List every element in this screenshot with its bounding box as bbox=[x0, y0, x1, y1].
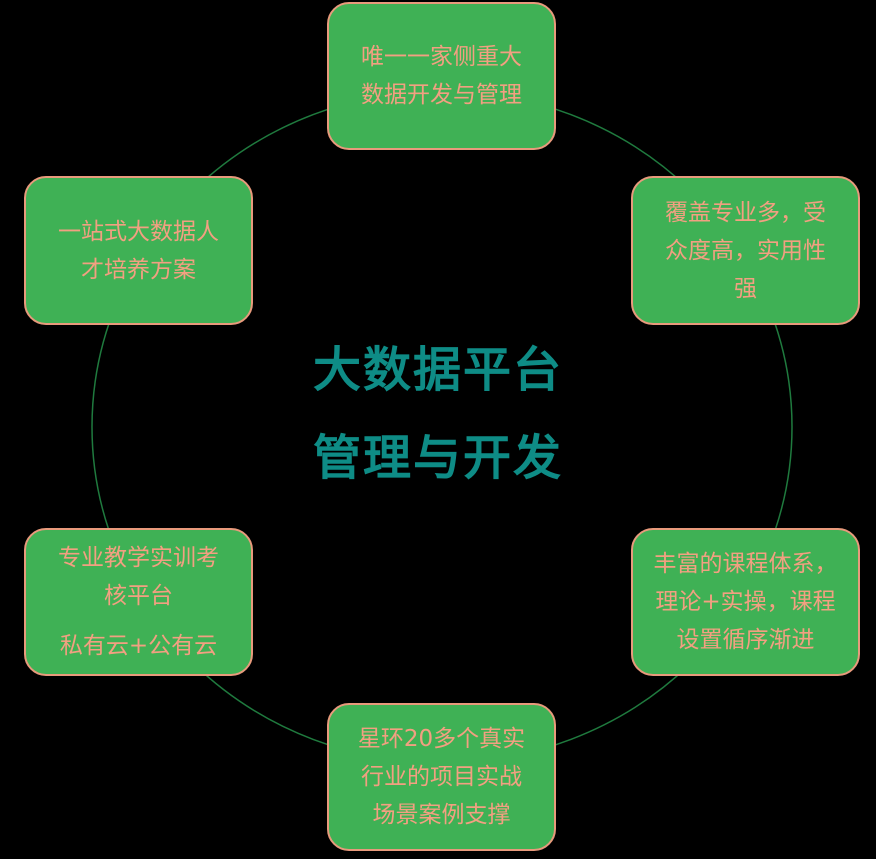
node-upper-right-line-1: 覆盖专业多，受 bbox=[665, 199, 826, 226]
node-upper-left-line-2: 才培养方案 bbox=[81, 256, 196, 283]
center-title-line-1: 大数据平台 bbox=[312, 342, 563, 398]
node-bottom-line-1: 星环20多个真实 bbox=[357, 726, 526, 752]
node-lower-right-line-3: 设置循序渐进 bbox=[676, 627, 815, 653]
node-bottom-line-2: 行业的项目实战 bbox=[361, 764, 522, 790]
node-top-line-1: 唯一一家侧重大 bbox=[361, 44, 522, 70]
node-bottom-line-3: 场景案例支撑 bbox=[372, 802, 511, 828]
node-bottom: 星环20多个真实 行业的项目实战 场景案例支撑 bbox=[327, 703, 556, 851]
node-upper-left: 一站式大数据人 才培养方案 bbox=[24, 176, 253, 325]
node-upper-right: 覆盖专业多，受 众度高，实用性 强 bbox=[631, 176, 860, 325]
node-lower-right: 丰富的课程体系， 理论+实操，课程 设置循序渐进 bbox=[631, 528, 860, 676]
center-title-line-2: 管理与开发 bbox=[312, 430, 563, 486]
node-lower-right-line-1: 丰富的课程体系， bbox=[653, 551, 838, 577]
node-upper-right-line-2: 众度高，实用性 bbox=[665, 237, 826, 264]
node-top: 唯一一家侧重大 数据开发与管理 bbox=[327, 2, 556, 150]
node-upper-left-line-1: 一站式大数据人 bbox=[58, 218, 219, 245]
node-top-line-2: 数据开发与管理 bbox=[361, 82, 522, 108]
node-lower-left-line-2: 核平台 bbox=[104, 583, 173, 609]
node-upper-right-line-3: 强 bbox=[734, 275, 757, 302]
node-lower-left-line-1: 专业教学实训考 bbox=[58, 545, 219, 571]
node-lower-left-line-3: 私有云+公有云 bbox=[59, 633, 218, 659]
node-lower-left: 专业教学实训考 核平台 私有云+公有云 bbox=[24, 528, 253, 676]
node-lower-right-line-2: 理论+实操，课程 bbox=[655, 589, 836, 615]
